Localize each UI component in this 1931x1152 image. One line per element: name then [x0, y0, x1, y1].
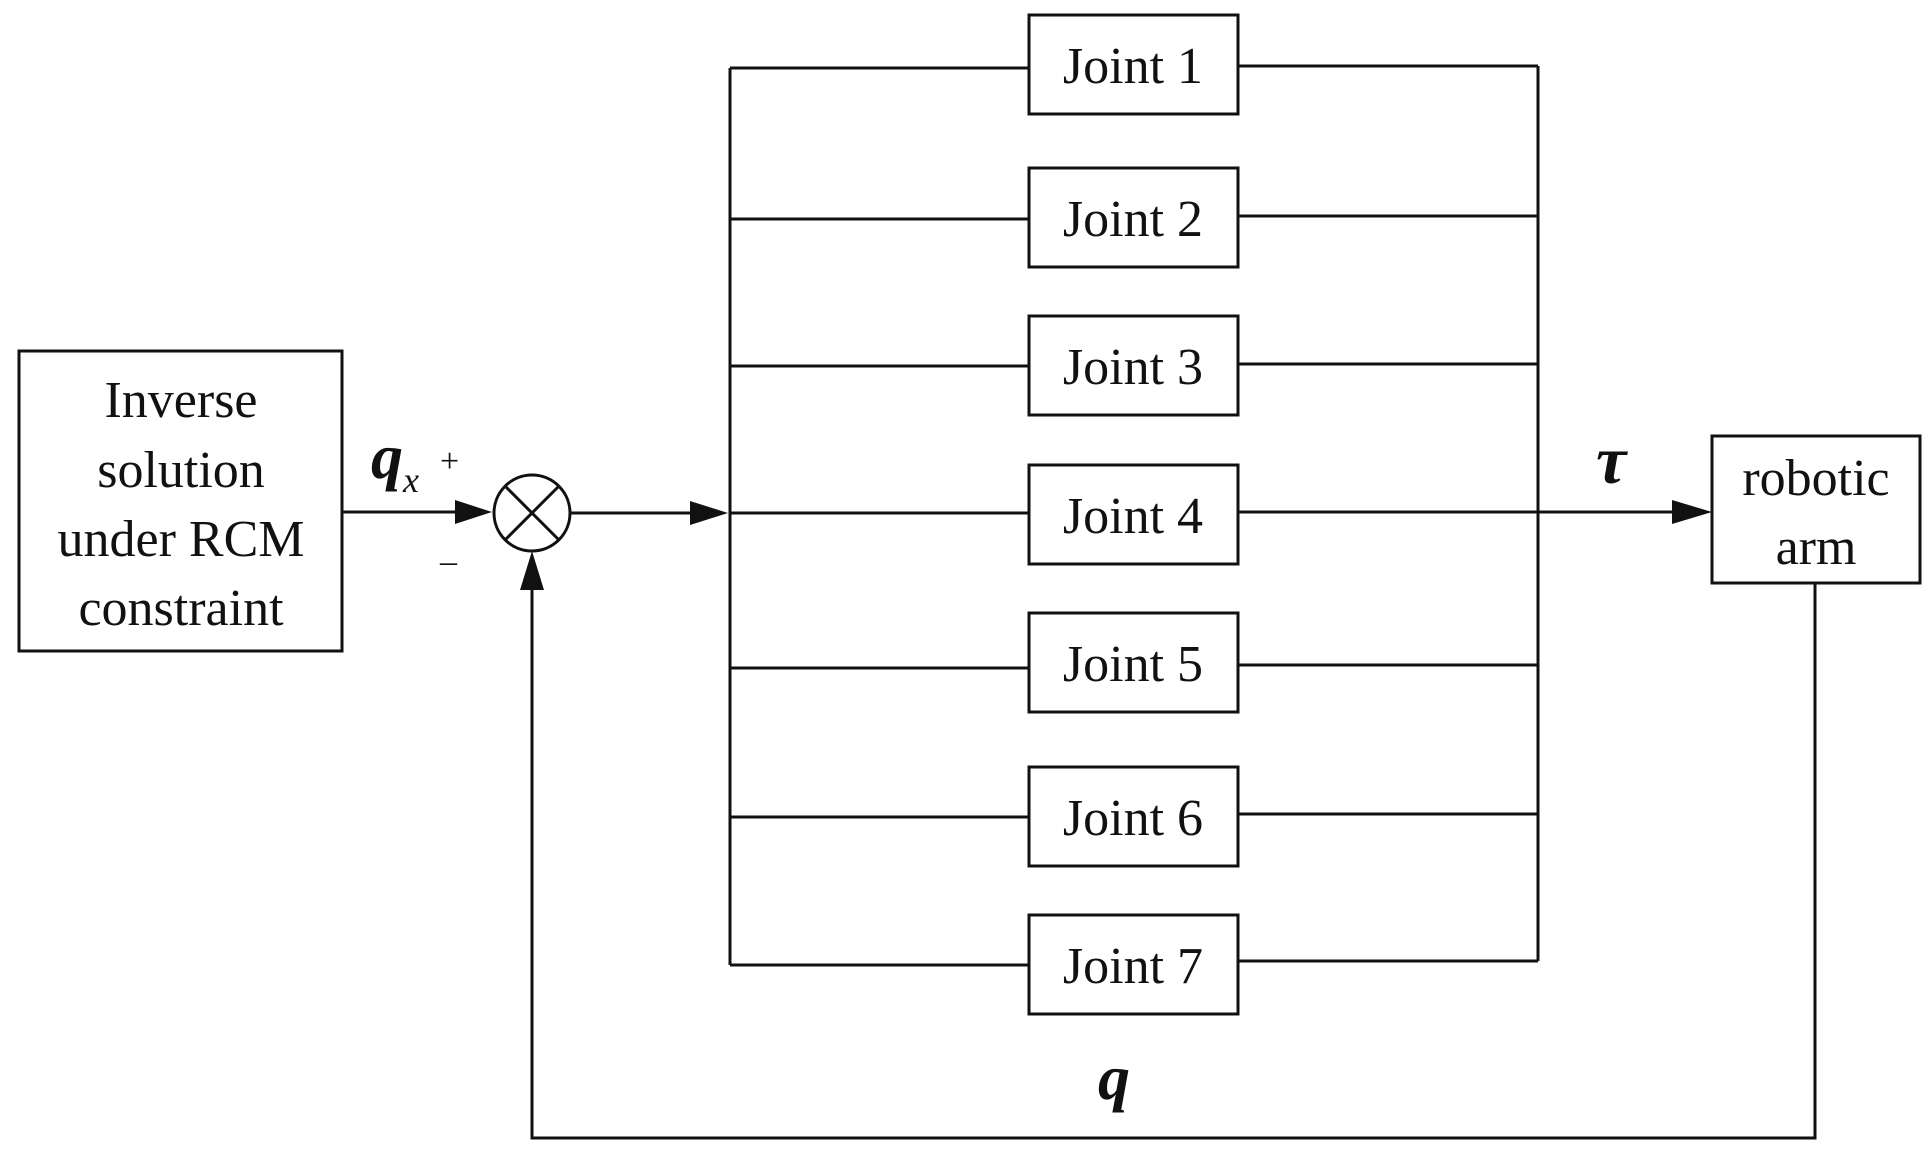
joint-7-label: Joint 7 [1063, 938, 1203, 995]
joint-5: Joint 5 [730, 611, 1538, 714]
joint-4-label: Joint 4 [1063, 488, 1203, 545]
tau-signal: τ [1238, 422, 1712, 524]
robotic-arm-line-2: arm [1776, 519, 1857, 576]
joint-6-label: Joint 6 [1063, 790, 1203, 847]
inverse-solution-block: Inverse solution under RCM constraint [17, 349, 344, 653]
feedback-path: q [520, 551, 1817, 1140]
joint-7: Joint 7 [730, 913, 1538, 1016]
joint-3-label: Joint 3 [1063, 339, 1203, 396]
joint-1-label: Joint 1 [1063, 38, 1203, 95]
junction-to-bus [570, 501, 728, 525]
qx-signal: qx + – [342, 421, 492, 580]
inverse-line-2: solution [97, 442, 265, 499]
q-feedback-label: q [1098, 1042, 1130, 1113]
joint-2-label: Joint 2 [1063, 191, 1203, 248]
joint-5-label: Joint 5 [1063, 636, 1203, 693]
joint-6: Joint 6 [730, 765, 1538, 868]
joint-3: Joint 3 [730, 314, 1538, 417]
qx-label: qx [371, 421, 419, 500]
summing-junction [492, 473, 572, 553]
joint-4: Joint 4 [730, 463, 1240, 566]
plus-sign: + [440, 443, 459, 480]
robotic-arm-block: robotic arm [1710, 434, 1922, 585]
joint-1: Joint 1 [730, 13, 1538, 116]
robotic-arm-line-1: robotic [1742, 450, 1889, 507]
joint-2: Joint 2 [730, 166, 1538, 269]
tau-label: τ [1596, 422, 1628, 498]
inverse-line-4: constraint [78, 580, 284, 637]
inverse-line-3: under RCM [58, 511, 305, 568]
minus-sign: – [439, 543, 458, 580]
inverse-line-1: Inverse [104, 372, 257, 429]
